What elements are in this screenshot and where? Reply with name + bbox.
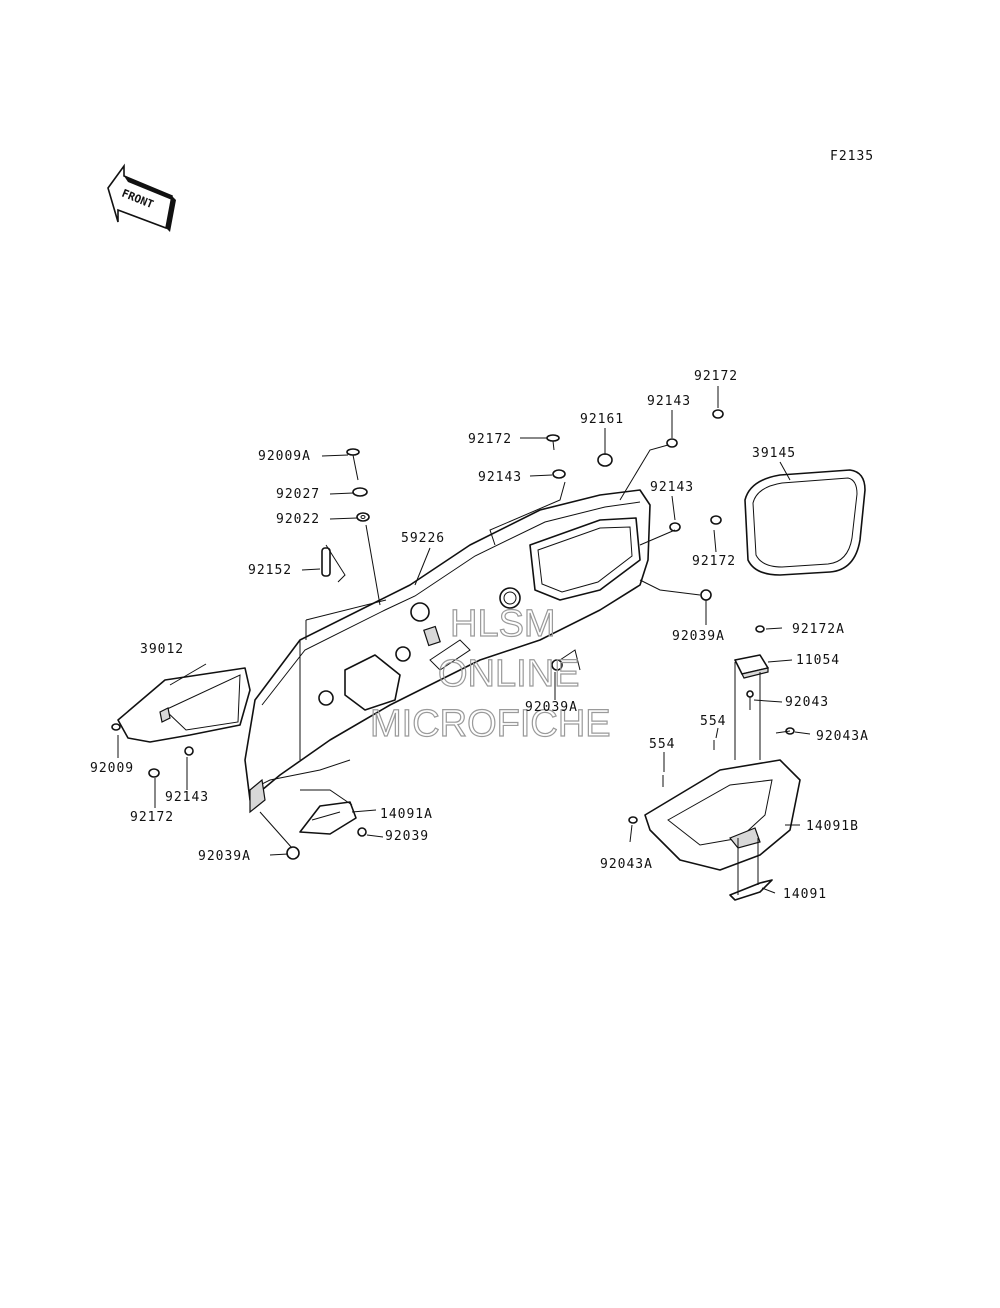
callout-92027: 92027 — [276, 487, 320, 502]
callout-92009A: 92009A — [258, 449, 311, 464]
callout-92143-right: 92143 — [650, 480, 694, 495]
inner-fairing-panel-59226 — [244, 489, 651, 814]
figure-code: F2135 — [830, 149, 874, 164]
callout-92172-mid: 92172 — [468, 432, 512, 447]
watermark: HLSM ONLINE MICROFICHE — [369, 602, 611, 745]
glove-box-39012 — [117, 667, 251, 743]
callout-92039A-right: 92039A — [672, 629, 725, 644]
callout-92172A: 92172A — [792, 622, 845, 637]
callout-554-b: 554 — [649, 737, 675, 752]
front-arrow-icon: FRONT — [107, 163, 176, 232]
callout-11054: 11054 — [796, 653, 840, 668]
callout-554-a: 554 — [700, 714, 726, 729]
callout-92022: 92022 — [276, 512, 320, 527]
callout-labels: 92172 92143 92161 92172 92143 39145 9214… — [90, 369, 869, 902]
callout-92043A-left: 92043A — [600, 857, 653, 872]
callout-39145: 39145 — [752, 446, 796, 461]
callout-92009: 92009 — [90, 761, 134, 776]
callout-92143-mid: 92143 — [478, 470, 522, 485]
callout-92143-left: 92143 — [165, 790, 209, 805]
callout-92161: 92161 — [580, 412, 624, 427]
callout-92172-left: 92172 — [130, 810, 174, 825]
watermark-line-1: HLSM — [450, 603, 556, 645]
cover-14091A — [299, 801, 357, 835]
callout-92152: 92152 — [248, 563, 292, 578]
callout-92172-top: 92172 — [694, 369, 738, 384]
leader-lines — [117, 386, 811, 895]
callout-92143-top: 92143 — [647, 394, 691, 409]
bracket-11054 — [734, 654, 769, 679]
callout-14091: 14091 — [783, 887, 827, 902]
fastener-icons — [111, 409, 795, 860]
callout-92039A-center: 92039A — [525, 700, 578, 715]
callout-92039: 92039 — [385, 829, 429, 844]
callout-92039A-left: 92039A — [198, 849, 251, 864]
callout-59226: 59226 — [401, 531, 445, 546]
callout-39012: 39012 — [140, 642, 184, 657]
callout-92172-right: 92172 — [692, 554, 736, 569]
callout-14091A: 14091A — [380, 807, 433, 822]
lid-14091B — [644, 759, 801, 871]
watermark-line-2: ONLINE — [438, 653, 579, 695]
latch-14091 — [729, 879, 773, 901]
callout-92043A-right: 92043A — [816, 729, 869, 744]
callout-92043: 92043 — [785, 695, 829, 710]
callout-14091B: 14091B — [806, 819, 859, 834]
seal-39145 — [744, 469, 866, 576]
watermark-line-3: MICROFICHE — [370, 703, 611, 745]
